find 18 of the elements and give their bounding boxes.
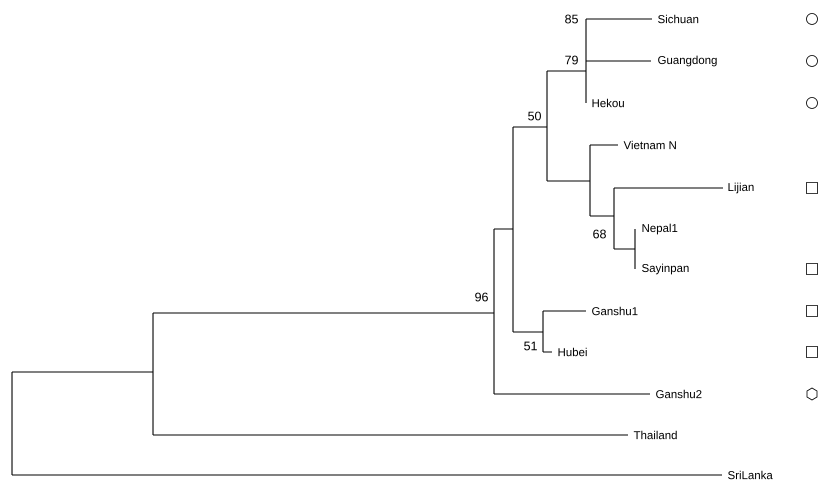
bootstrap-value: 79 <box>565 56 578 64</box>
bootstrap-value: 85 <box>565 14 578 24</box>
taxon-label: Guangdong <box>658 56 717 66</box>
taxon-label: Lijian <box>728 182 754 194</box>
taxon-label: Hekou <box>592 98 624 108</box>
taxon-label: Nepal1 <box>642 224 678 234</box>
taxon-label: Sichuan <box>658 14 698 24</box>
bootstrap-value: 50 <box>528 112 541 120</box>
taxon-label: Ganshu1 <box>592 306 638 316</box>
taxon-label: Hubei <box>558 348 587 356</box>
taxon-label: Sayinpan <box>642 264 689 274</box>
taxon-label: SriLanka <box>728 470 773 480</box>
bootstrap-value: 68 <box>593 230 606 238</box>
taxon-label: Ganshu2 <box>656 390 702 398</box>
taxon-label: Vietnam N <box>624 140 676 150</box>
bootstrap-value: 51 <box>524 342 537 350</box>
taxon-label: Thailand <box>634 430 677 440</box>
bootstrap-value: 96 <box>475 292 488 302</box>
